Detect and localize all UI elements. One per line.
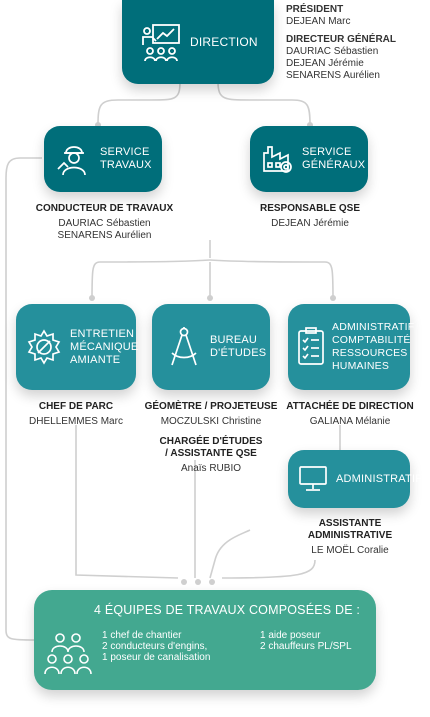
person-name: LE MOËL Coralie <box>311 545 389 556</box>
role-title: CHEF DE PARC <box>38 401 114 412</box>
president-title: PRÉSIDENT <box>286 4 344 15</box>
person-name: GALIANA Mélanie <box>309 416 391 427</box>
label-line: RESSOURCES <box>332 347 408 359</box>
team-member: 2 chauffeurs PL/SPL <box>260 641 352 652</box>
equipes-col2: 1 aide poseur 2 chauffeurs PL/SPL <box>260 630 352 652</box>
equipes-col1: 1 chef de chantier 2 conducteurs d'engin… <box>102 630 210 663</box>
label-line: SERVICE <box>302 146 352 158</box>
service-generaux-box: SERVICE GÉNÉRAUX <box>250 126 368 192</box>
label-line: ENTRETIEN <box>70 327 135 340</box>
travaux-people: CONDUCTEUR DE TRAVAUX DAURIAC Sébastien … <box>12 203 197 242</box>
presentation-icon <box>142 24 180 62</box>
person-name: MOCZULSKI Christine <box>160 416 262 427</box>
label-line: MÉCANIQUE <box>70 340 139 353</box>
factory-icon <box>263 146 292 173</box>
person-name: DAURIAC Sébastien <box>58 218 151 229</box>
generaux-people: RESPONSABLE QSE DEJEAN Jérémie <box>240 203 380 230</box>
label-line: GÉNÉRAUX <box>302 159 366 171</box>
team-icon <box>44 633 92 675</box>
bureau-people: GÉOMÈTRE / PROJETEUSE MOCZULSKI Christin… <box>140 401 282 475</box>
gear-wrench-icon <box>27 329 61 365</box>
team-member: 2 conducteurs d'engins, <box>102 641 208 652</box>
administratif-label: ADMINISTRATIF <box>336 472 423 485</box>
person-name: SENARENS Aurélien <box>57 230 152 241</box>
dg-title: DIRECTEUR GÉNÉRAL <box>286 34 397 45</box>
label-line: ADMINISTRATIF <box>332 321 415 333</box>
monitor-icon <box>299 466 327 491</box>
service-generaux-label: SERVICE GÉNÉRAUX <box>302 146 365 172</box>
label-line: AMIANTE <box>70 353 121 366</box>
label-line: BUREAU <box>210 334 258 346</box>
role-title: CONDUCTEUR DE TRAVAUX <box>35 203 174 214</box>
entretien-label: ENTRETIEN MÉCANIQUE AMIANTE <box>70 328 138 367</box>
direction-box: DIRECTION <box>122 0 274 84</box>
administratif-ccrh-label: ADMINISTRATIF COMPTABILITÉ RESSOURCES HU… <box>332 321 414 373</box>
equipes-box: 4 ÉQUIPES DE TRAVAUX COMPOSÉES DE : 1 ch… <box>34 590 376 690</box>
role-title: CHARGÉE D'ÉTUDES <box>159 436 263 447</box>
compass-icon <box>171 327 197 366</box>
direction-people: PRÉSIDENT DEJEAN Marc DIRECTEUR GÉNÉRAL … <box>286 4 396 82</box>
dg-name: DAURIAC Sébastien <box>286 46 379 57</box>
dg-name: SENARENS Aurélien <box>286 70 380 81</box>
team-member: 1 poseur de canalisation <box>102 652 211 663</box>
bureau-etudes-label: BUREAU D'ÉTUDES <box>210 334 266 360</box>
role-title: ASSISTANTE <box>318 518 382 529</box>
service-travaux-box: SERVICE TRAVAUX <box>44 126 162 192</box>
label-line: D'ÉTUDES <box>210 347 267 359</box>
role-title: ADMINISTRATIVE <box>307 530 393 541</box>
president-name: DEJEAN Marc <box>286 16 351 27</box>
person-name: DEJEAN Jérémie <box>271 218 349 229</box>
label-line: TRAVAUX <box>100 159 152 171</box>
role-title: / ASSISTANTE QSE <box>165 448 257 459</box>
equipes-title: 4 ÉQUIPES DE TRAVAUX COMPOSÉES DE : <box>94 603 361 617</box>
person-name: Anaïs RUBIO <box>180 463 242 474</box>
label-line: COMPTABILITÉ <box>332 334 411 346</box>
team-member: 1 aide poseur <box>260 630 321 641</box>
administratif-box: ADMINISTRATIF <box>288 450 422 508</box>
direction-label: DIRECTION <box>190 34 258 49</box>
administratif-people: ASSISTANTE ADMINISTRATIVE LE MOËL Corali… <box>285 518 415 557</box>
bureau-etudes-box: BUREAU D'ÉTUDES <box>152 304 270 390</box>
label-line: HUMAINES <box>332 360 390 372</box>
role-title: GÉOMÈTRE / PROJETEUSE <box>144 401 278 412</box>
checklist-icon <box>298 327 324 365</box>
service-travaux-label: SERVICE TRAVAUX <box>100 146 152 172</box>
entretien-box: ENTRETIEN MÉCANIQUE AMIANTE <box>16 304 138 390</box>
label-line: SERVICE <box>100 146 150 158</box>
worker-icon <box>57 146 86 176</box>
role-title: RESPONSABLE QSE <box>259 203 361 214</box>
person-name: DHELLEMMES Marc <box>29 416 123 427</box>
administratif-ccrh-box: ADMINISTRATIF COMPTABILITÉ RESSOURCES HU… <box>288 304 414 390</box>
administratif-ccrh-people: ATTACHÉE DE DIRECTION GALIANA Mélanie <box>280 401 420 428</box>
entretien-people: CHEF DE PARC DHELLEMMES Marc <box>10 401 142 428</box>
team-member: 1 chef de chantier <box>102 630 182 641</box>
role-title: ATTACHÉE DE DIRECTION <box>286 401 414 412</box>
dg-name: DEJEAN Jérémie <box>286 58 364 69</box>
